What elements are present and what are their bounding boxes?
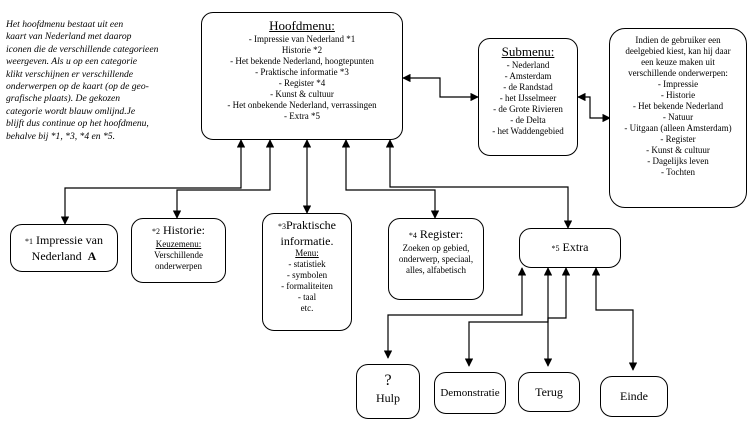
intro-line: blijft dus continue op het hoofdmenu,	[6, 118, 149, 130]
register-line: onderwerp, speciaal,	[398, 254, 474, 264]
praktisch-subtitle: Menu:	[295, 248, 319, 258]
einde-box: Einde	[600, 376, 668, 417]
register-title: Register:	[419, 227, 464, 241]
intro-line: iconen die de verschillende categorieen	[6, 43, 159, 55]
praktisch-box: *3Praktische informatie. Menu: - statist…	[262, 213, 352, 331]
deelgebied-line: een keuze maken uit	[641, 57, 715, 67]
submenu-item: - de Randstad	[503, 82, 553, 92]
submenu-item: - Amsterdam	[504, 71, 552, 81]
hoofdmenu-item: - Kunst & cultuur	[270, 89, 334, 99]
praktisch-item: - formaliteiten	[281, 281, 333, 291]
intro-line: categorie wordt blauw omlijnd.Je	[6, 105, 136, 117]
arrow-hoofdmenu-submenu	[402, 73, 479, 102]
historie-title: Historie:	[163, 223, 205, 237]
demonstratie-label: Demonstratie	[440, 387, 500, 399]
praktisch-item: - symbolen	[286, 270, 328, 280]
hoofdmenu-item: - Het onbekende Nederland, verrassingen	[227, 100, 377, 110]
impressie-box: *1 Impressie van Nederland A	[10, 224, 118, 272]
deelgebied-line: deelgebied kiest, kan hij daar	[625, 46, 731, 56]
praktisch-item: - taal	[297, 292, 317, 302]
praktisch-title1: Praktische	[286, 218, 336, 232]
deelgebied-line: Indien de gebruiker een	[635, 35, 721, 45]
hulp-symbol: ?	[384, 372, 392, 389]
hoofdmenu-item: - Impressie van Nederland *1	[248, 34, 356, 44]
register-marker: *4	[408, 231, 417, 240]
extra-title: Extra	[562, 240, 589, 254]
submenu-item: - de Delta	[510, 115, 546, 125]
deelgebied-line: - Dagelijks leven	[647, 156, 709, 166]
submenu-item: - het Waddengebied	[492, 126, 564, 136]
intro-text: Het hoofdmenu bestaat uit een kaart van …	[6, 19, 202, 143]
deelgebied-line: - Register	[660, 134, 696, 144]
arrow-extra-terug	[543, 267, 571, 367]
register-line: alles, alfabetisch	[406, 265, 466, 275]
submenu-item: - Nederland	[506, 60, 550, 70]
intro-line: onderwerpen op de kaart (op de geo-	[6, 81, 149, 93]
intro-line: kaart van Nederland met daarop	[6, 31, 132, 43]
extra-marker: *5	[551, 244, 560, 253]
extra-box: *5 Extra	[519, 228, 621, 268]
impressie-line2: Nederland	[31, 249, 82, 263]
intro-line: Het hoofdmenu bestaat uit een	[6, 19, 124, 30]
hoofdmenu-item: - Het bekende Nederland, hoogtepunten	[230, 56, 374, 66]
deelgebied-line: - Uitgaan (alleen Amsterdam)	[624, 123, 732, 133]
intro-line: weergeven. Als u op een categorie	[6, 56, 138, 68]
hoofdmenu-item: - Extra *5	[284, 111, 320, 121]
submenu-item: - de Grote Rivieren	[493, 104, 563, 114]
historie-subtitle: Keuzemenu:	[155, 239, 202, 249]
deelgebied-line: - Natuur	[662, 112, 694, 122]
impressie-letter: A	[87, 249, 97, 263]
hulp-box: ? Hulp	[356, 364, 420, 419]
arrow-hoofdmenu-extra	[385, 139, 573, 229]
hoofdmenu-item: Historie *2	[281, 45, 323, 55]
historie-line: onderwerpen	[155, 261, 202, 271]
arrow-hoofdmenu-impressie	[60, 139, 246, 225]
deelgebied-line: - Kunst & cultuur	[646, 145, 710, 155]
submenu-box: Submenu: - Nederland - Amsterdam - de Ra…	[478, 38, 578, 156]
impressie-marker: *1	[25, 237, 33, 246]
hoofdmenu-item: - Praktische informatie *3	[255, 67, 349, 77]
deelgebied-line: - Het bekende Nederland	[632, 101, 724, 111]
submenu-item: - het IJsselmeer	[499, 93, 557, 103]
deelgebied-line: - Historie	[660, 90, 696, 100]
hoofdmenu-title: Hoofdmenu:	[269, 18, 335, 33]
terug-label: Terug	[535, 385, 563, 399]
hoofdmenu-box: Hoofdmenu: - Impressie van Nederland *1 …	[201, 12, 403, 140]
impressie-line1: Impressie van	[36, 233, 103, 247]
praktisch-item: etc.	[300, 303, 314, 313]
praktisch-item: - statistiek	[288, 259, 326, 269]
praktisch-title2: informatie.	[280, 234, 334, 248]
arrow-extra-einde	[591, 267, 638, 371]
einde-label: Einde	[620, 389, 648, 403]
deelgebied-box: Indien de gebruiker een deelgebied kiest…	[609, 28, 747, 208]
terug-box: Terug	[518, 372, 580, 412]
praktisch-marker: *3	[278, 222, 286, 231]
historie-box: *2 Historie: Keuzemenu: Verschillende on…	[131, 218, 226, 283]
intro-line: klikt verschijnen er verschillende	[6, 68, 134, 80]
submenu-title: Submenu:	[501, 44, 555, 59]
register-line: Zoeken op gebied,	[402, 243, 470, 253]
hulp-label: Hulp	[376, 391, 400, 405]
intro-line: behalve bij *1, *3, *4 en *5.	[6, 130, 115, 142]
arrow-submenu-deelgebied	[577, 92, 611, 123]
deelgebied-line: - Tochten	[661, 167, 695, 177]
register-box: *4 Register: Zoeken op gebied, onderwerp…	[388, 218, 484, 300]
historie-line: Verschillende	[154, 250, 203, 260]
historie-marker: *2	[152, 227, 160, 236]
deelgebied-line: - Impressie	[657, 79, 699, 89]
deelgebied-line: verschillende onderwerpen:	[628, 68, 728, 78]
demonstratie-box: Demonstratie	[434, 372, 506, 414]
arrow-hoofdmenu-historie	[172, 139, 275, 219]
hoofdmenu-item: - Register *4	[278, 78, 326, 88]
intro-line: grafische plaats). De gekozen	[6, 93, 121, 105]
